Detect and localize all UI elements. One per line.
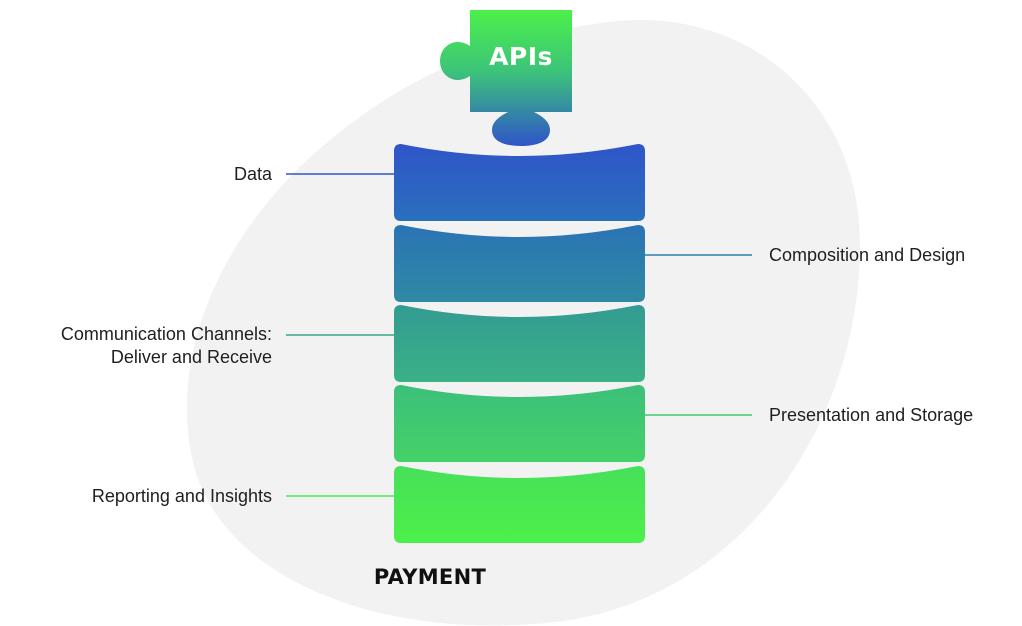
layer-label-presentation: Presentation and Storage xyxy=(769,404,973,427)
puzzle-piece-label: APIs xyxy=(489,42,553,71)
layer-label-communication: Communication Channels: Deliver and Rece… xyxy=(61,323,272,369)
layer-label-composition-text: Composition and Design xyxy=(769,245,966,265)
puzzle-piece-icon xyxy=(440,10,572,146)
layer-label-reporting: Reporting and Insights xyxy=(92,485,272,508)
layer-label-composition: Composition and Design xyxy=(769,244,965,267)
layer-presentation xyxy=(394,385,645,462)
layer-data xyxy=(394,144,645,221)
layer-label-communication-line2: Deliver and Receive xyxy=(110,347,272,367)
layer-label-presentation-text: Presentation and Storage xyxy=(769,405,974,425)
layer-reporting xyxy=(394,466,645,543)
layer-communication xyxy=(394,305,645,382)
layer-composition xyxy=(394,225,645,302)
layer-label-communication-line1: Communication Channels: xyxy=(60,324,272,344)
layer-label-reporting-text: Reporting and Insights xyxy=(91,486,272,506)
layer-label-data-text: Data xyxy=(233,164,272,184)
layer-label-data: Data xyxy=(234,163,272,186)
footer-label: PAYMENT xyxy=(373,565,487,589)
